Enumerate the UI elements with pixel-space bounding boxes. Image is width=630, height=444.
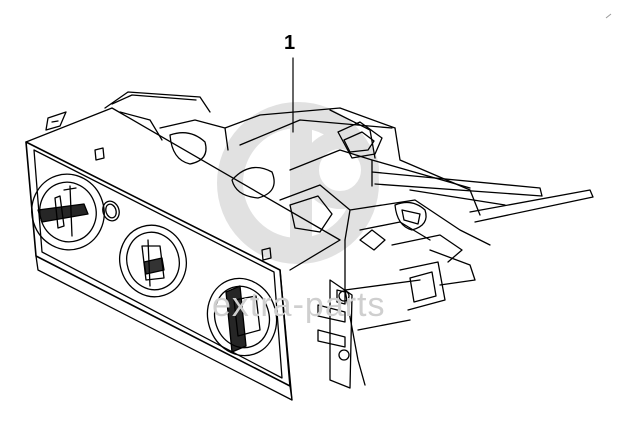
control-rods: [371, 171, 594, 223]
corner-mark: [605, 13, 612, 19]
right-knob: [206, 277, 278, 357]
center-knob: [119, 224, 187, 298]
indicator-lamp: [102, 200, 120, 222]
callout-label: 1: [284, 32, 296, 54]
watermark-logo: [217, 102, 379, 264]
mounting-bracket: [317, 279, 353, 389]
left-knob: [31, 173, 105, 251]
watermark-text: extra-parts: [212, 286, 386, 324]
